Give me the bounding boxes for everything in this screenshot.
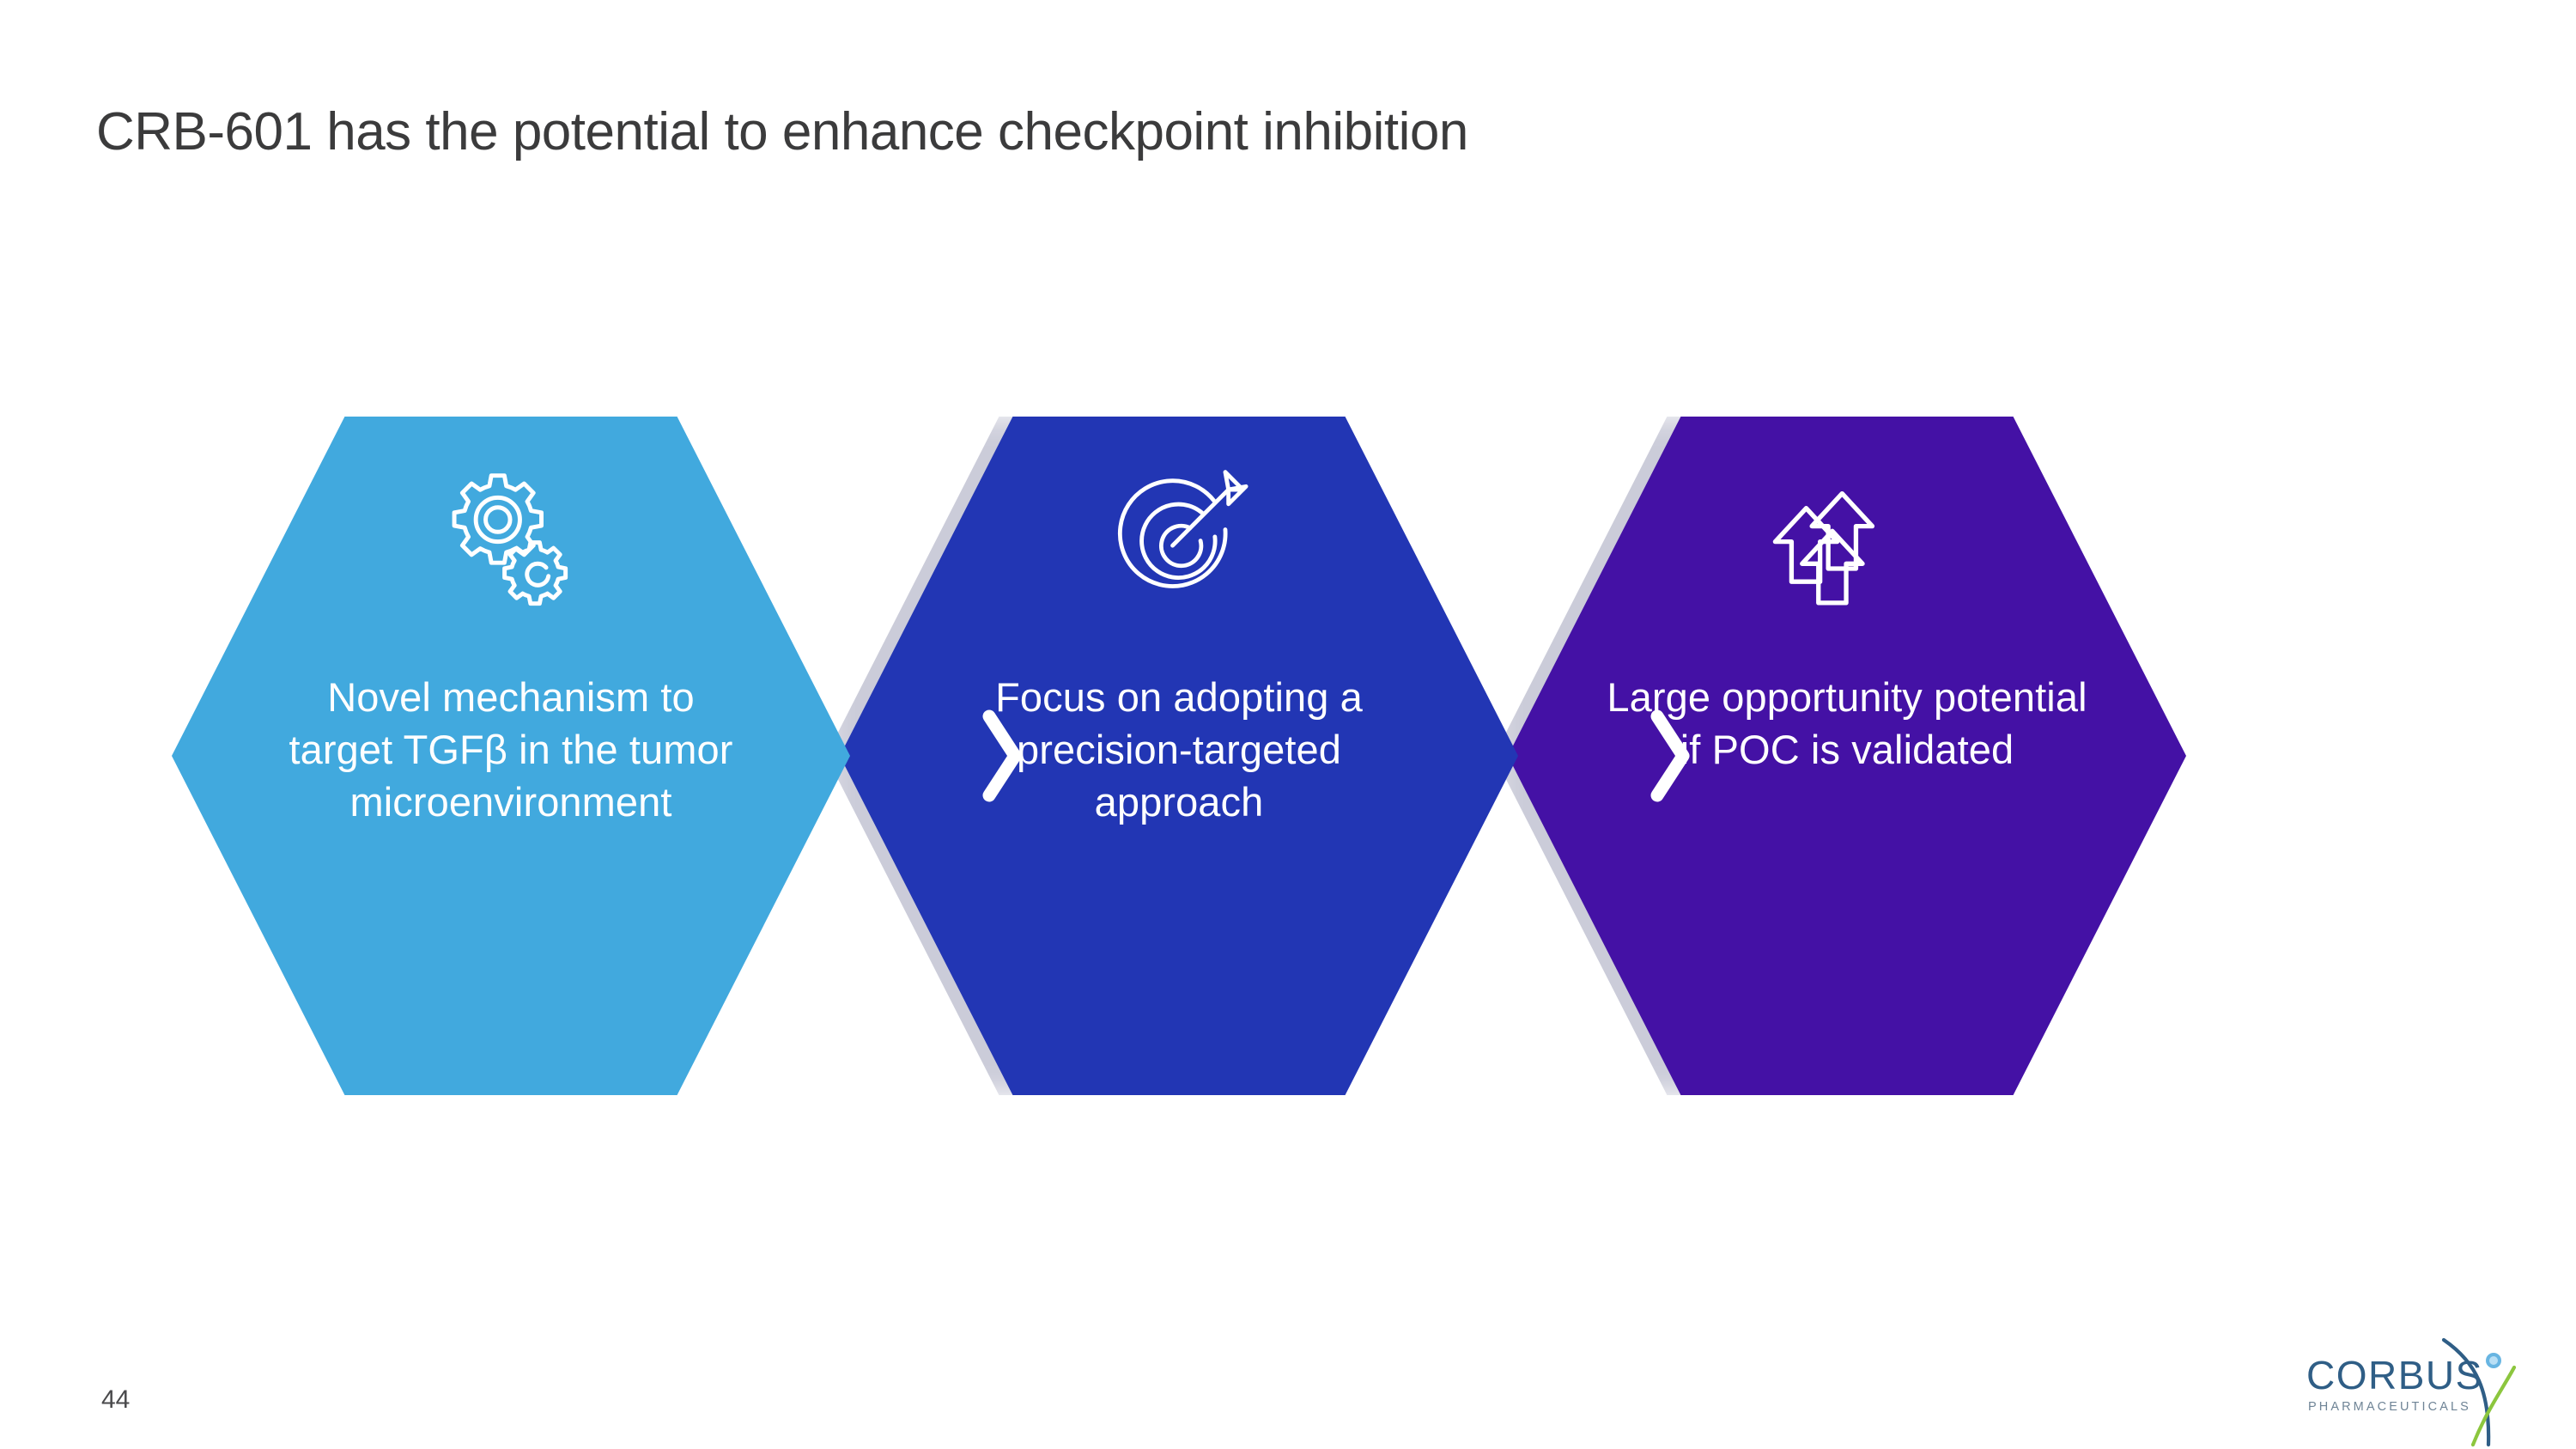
- process-step-1[interactable]: Novel mechanism to target TGFβ in the tu…: [172, 417, 850, 1095]
- logo-swoosh-mark: [2428, 1336, 2528, 1449]
- chevron-right-icon: [1640, 704, 1700, 807]
- gears-icon: [429, 454, 592, 618]
- process-step-3-label: Large opportunity potential if POC is va…: [1607, 674, 2087, 773]
- page-number: 44: [101, 1385, 131, 1414]
- logo-tagline: PHARMACEUTICALS: [2308, 1400, 2471, 1414]
- target-arrow-icon: [1099, 454, 1259, 618]
- process-step-3[interactable]: Large opportunity potential if POC is va…: [1494, 417, 2186, 1095]
- three-up-arrows-icon: [1765, 454, 1929, 618]
- page-title: CRB-601 has the potential to enhance che…: [96, 102, 1468, 161]
- chevron-right-icon: [972, 704, 1032, 807]
- corbus-logo: CORBUS PHARMACEUTICALS: [2306, 1337, 2517, 1447]
- process-step-2[interactable]: Focus on adopting a precision-targeted a…: [826, 417, 1518, 1095]
- logo-wordmark: CORBUS: [2306, 1353, 2483, 1397]
- process-step-2-label: Focus on adopting a precision-targeted a…: [995, 674, 1363, 825]
- process-step-1-label: Novel mechanism to target TGFβ in the tu…: [289, 674, 733, 825]
